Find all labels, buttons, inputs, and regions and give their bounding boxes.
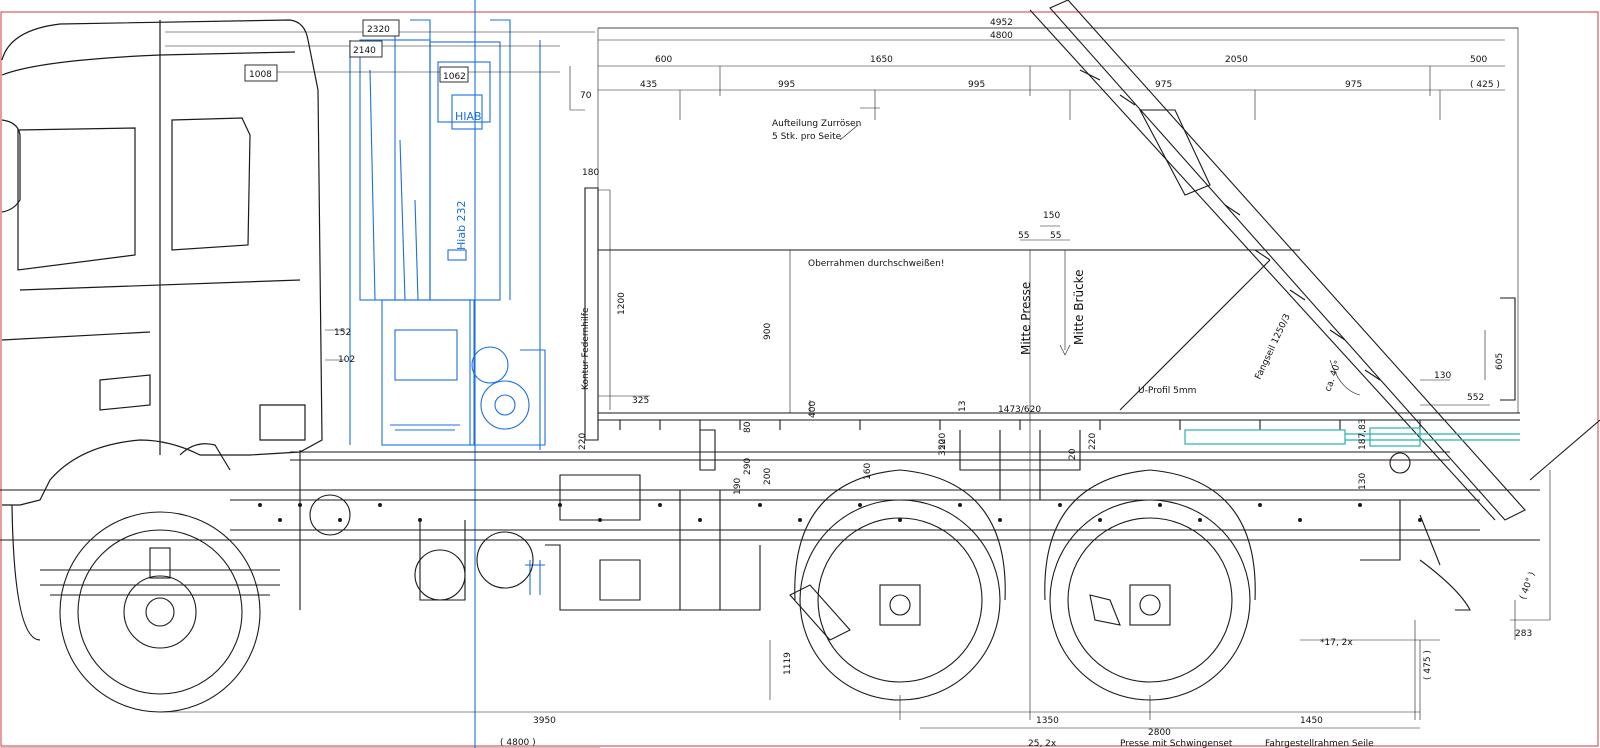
dim-1350: 1350 xyxy=(1036,716,1059,726)
dim-350: 350 xyxy=(938,439,948,456)
note-bottom-2: Fahrgestellrahmen Seile xyxy=(1265,739,1374,748)
rear-wheel-2 xyxy=(1044,469,1256,701)
dim-20: 20 xyxy=(1068,448,1078,460)
dim-2140: 2140 xyxy=(353,46,376,56)
loader-crane xyxy=(349,0,546,748)
skip-body xyxy=(584,27,1520,441)
dim-130b: 130 xyxy=(1358,473,1368,490)
dim-130: 130 xyxy=(1434,371,1451,381)
dim-2800: 2800 xyxy=(1148,728,1171,738)
dim-seg-500: 500 xyxy=(1470,55,1487,65)
angle-40a: ca. 40° xyxy=(1323,359,1343,393)
dim-seg-975b: 975 xyxy=(1345,80,1362,90)
label-u-profil: U-Profil 5mm xyxy=(1138,386,1196,396)
note-oberrahmen: Oberrahmen durchschweißen! xyxy=(808,259,945,269)
dim-1200: 1200 xyxy=(617,292,627,315)
dim-1450: 1450 xyxy=(1300,716,1323,726)
drawing-border xyxy=(0,11,1599,747)
dim-seg-1650: 1650 xyxy=(870,55,893,65)
dim-seg-995a: 995 xyxy=(778,80,795,90)
dim-top-body: 4800 xyxy=(990,31,1013,41)
crane-model-label: Hiab 232 xyxy=(455,200,468,250)
dim-3950: 3950 xyxy=(533,716,556,726)
rear-wheel-1 xyxy=(789,469,1006,701)
note-aufteilung-1: Aufteilung Zurrösen xyxy=(772,119,861,129)
dim-605: 605 xyxy=(1495,353,1505,370)
label-mitte-presse: Mitte Presse xyxy=(1019,282,1033,355)
dim-220c: 220 xyxy=(938,433,948,450)
dim-top-overall: 4952 xyxy=(990,18,1013,28)
dim-190: 190 xyxy=(733,478,743,495)
dim-2320: 2320 xyxy=(367,25,390,35)
dim-13: 13 xyxy=(958,401,968,412)
crane-logo-text: HIAB xyxy=(455,110,482,123)
hydraulic-cylinder xyxy=(1184,427,1520,447)
dim-325: 325 xyxy=(632,396,649,406)
note-bottom-3: 25, 2x xyxy=(1028,739,1057,748)
dim-283: 283 xyxy=(1515,629,1532,639)
dim-1473-620: 1473/620 xyxy=(998,405,1041,415)
note-17-2x: *17, 2x xyxy=(1320,638,1353,648)
dim-1119: 1119 xyxy=(783,652,793,675)
dim-seg-2050: 2050 xyxy=(1225,55,1248,65)
chassis-holes xyxy=(258,503,1422,522)
dim-152: 152 xyxy=(334,328,351,338)
dim-102: 102 xyxy=(338,355,355,365)
label-mitte-bruecke: Mitte Brücke xyxy=(1072,269,1086,345)
label-fangseil: Fangseil 1250/3 xyxy=(1254,313,1293,382)
dim-seg-425: ( 425 ) xyxy=(1470,80,1500,90)
dim-80: 80 xyxy=(743,421,753,433)
dim-4800-bottom: ( 4800 ) xyxy=(500,738,536,748)
dim-475: ( 475 ) xyxy=(1423,650,1433,680)
front-wheel xyxy=(40,511,280,713)
dim-70: 70 xyxy=(580,91,592,101)
dim-seg-435: 435 xyxy=(640,80,657,90)
dim-187-83: 187,83 xyxy=(1358,419,1368,451)
dim-200: 200 xyxy=(763,468,773,485)
dim-220b: 220 xyxy=(1088,433,1098,450)
tipping-ramp xyxy=(1029,0,1600,521)
note-bottom-1: Presse mit Schwingenset xyxy=(1120,739,1233,748)
dim-1062: 1062 xyxy=(443,72,466,82)
dim-900: 900 xyxy=(763,323,773,340)
label-kontur: Kontur Federnhilfe xyxy=(581,307,591,390)
dim-seg-600: 600 xyxy=(655,55,672,65)
dim-400: 400 xyxy=(808,401,818,418)
dim-55a: 55 xyxy=(1018,231,1029,241)
dim-seg-975a: 975 xyxy=(1155,80,1172,90)
dim-150: 150 xyxy=(1043,211,1060,221)
cab-dim-boxes xyxy=(244,19,469,83)
dim-seg-995b: 995 xyxy=(968,80,985,90)
dim-290: 290 xyxy=(743,458,753,475)
note-aufteilung-2: 5 Stk. pro Seite xyxy=(772,132,842,142)
truck-cab xyxy=(1,19,323,641)
chassis-frame xyxy=(0,429,1540,611)
dim-180: 180 xyxy=(582,168,599,178)
dim-552: 552 xyxy=(1467,393,1484,403)
dim-160: 160 xyxy=(863,463,873,480)
angle-40b: ( 40° ) xyxy=(1518,571,1537,601)
dim-55b: 55 xyxy=(1050,231,1061,241)
dim-220a: 220 xyxy=(578,433,588,450)
dim-1008: 1008 xyxy=(249,70,272,80)
